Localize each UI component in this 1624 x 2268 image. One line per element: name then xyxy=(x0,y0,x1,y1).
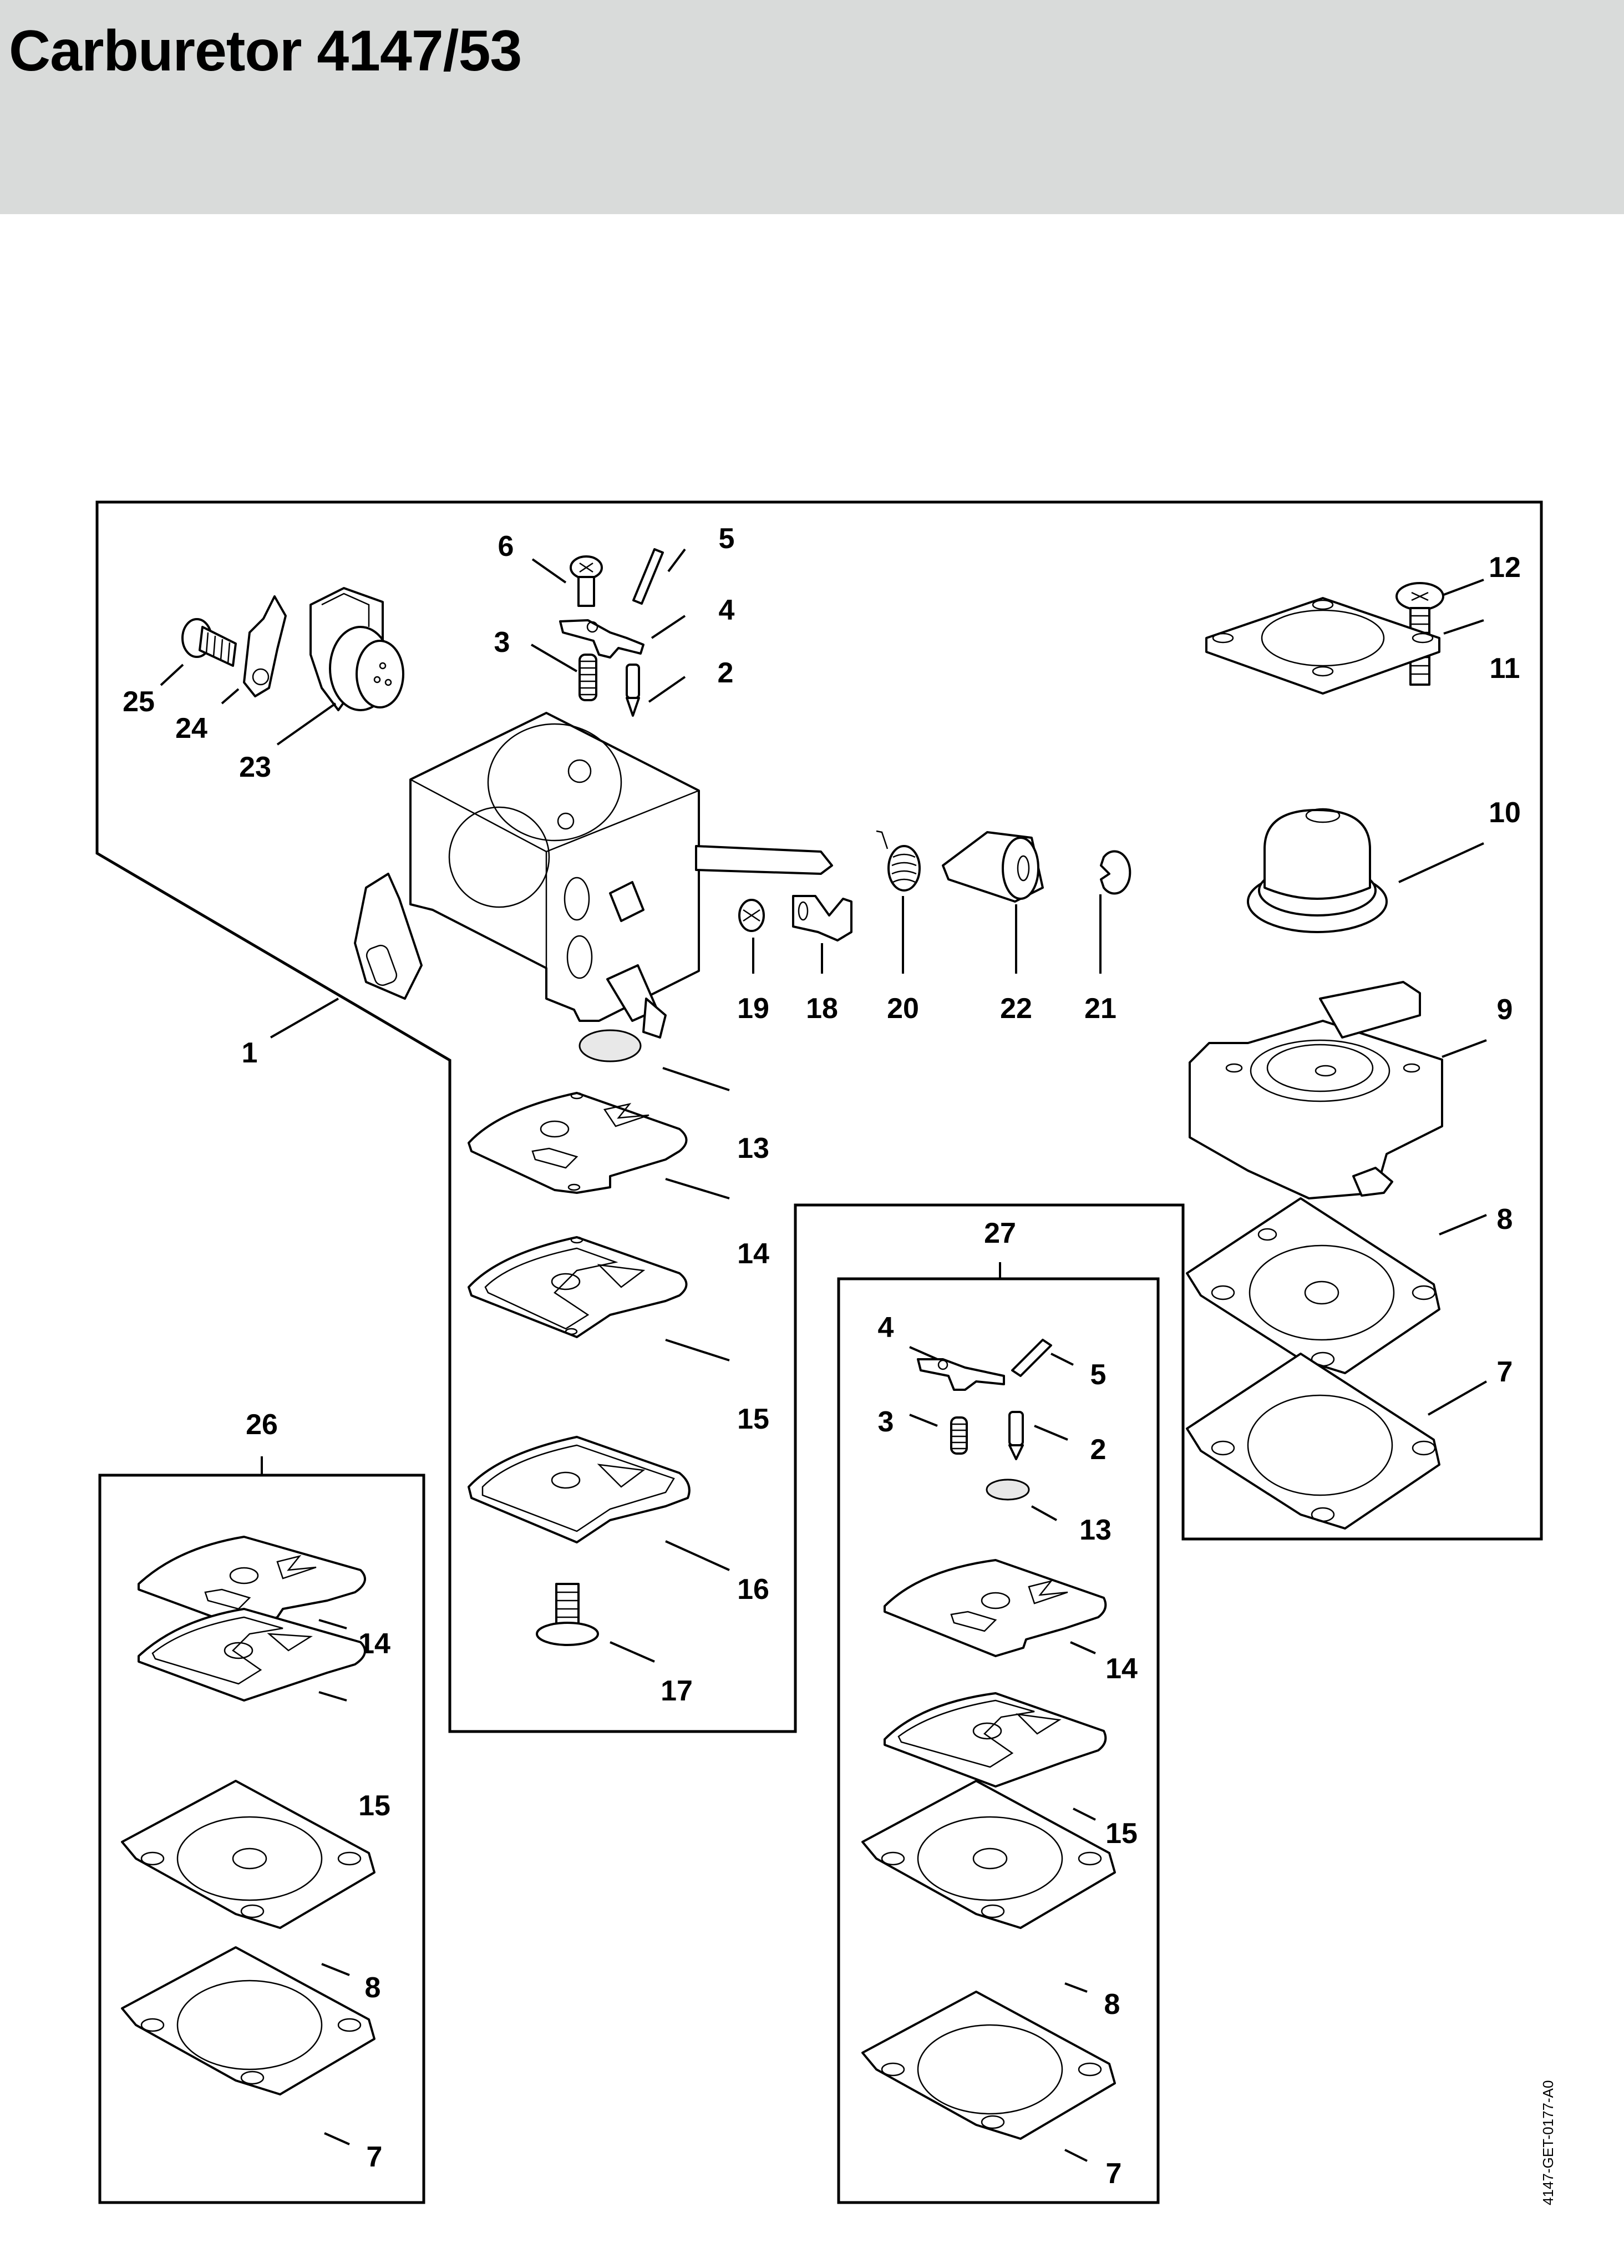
page-header: Carburetor 4147/53 xyxy=(0,0,1624,214)
part-7-gasket[interactable] xyxy=(1186,1353,1440,1530)
part-14-metering-gasket[interactable] xyxy=(468,1092,688,1194)
callout-21[interactable]: 21 xyxy=(1084,993,1116,1025)
callout-7[interactable]: 7 xyxy=(1497,1356,1513,1388)
part-24-bracket[interactable] xyxy=(243,595,287,697)
kit-26-part-14-gasket[interactable] xyxy=(138,1536,366,1629)
part-4-lever[interactable] xyxy=(559,619,644,659)
callout-15[interactable]: 15 xyxy=(737,1403,769,1435)
callout-10[interactable]: 10 xyxy=(1489,797,1521,829)
part-1-carburetor-body[interactable] xyxy=(354,712,833,1039)
callout-18[interactable]: 18 xyxy=(806,993,838,1025)
kit-27-callout-4[interactable]: 4 xyxy=(878,1312,894,1344)
part-13-fuel-screen[interactable] xyxy=(578,1029,642,1062)
callout-20[interactable]: 20 xyxy=(887,993,919,1025)
kit-27-callout-15[interactable]: 15 xyxy=(1105,1818,1138,1850)
callout-12[interactable]: 12 xyxy=(1489,551,1521,584)
callout-8[interactable]: 8 xyxy=(1497,1203,1513,1236)
main-assembly-frame xyxy=(95,500,1543,1733)
callout-13[interactable]: 13 xyxy=(737,1132,769,1165)
part-11-end-cover[interactable] xyxy=(1205,597,1440,695)
part-23-solenoid-valve[interactable] xyxy=(309,587,404,711)
callout-17[interactable]: 17 xyxy=(661,1675,693,1707)
callout-23[interactable]: 23 xyxy=(239,751,271,783)
part-6-screw[interactable] xyxy=(570,555,603,607)
part-21-e-clip[interactable] xyxy=(1100,850,1131,895)
callout-6[interactable]: 6 xyxy=(498,530,514,563)
callout-11[interactable]: 11 xyxy=(1490,652,1520,685)
part-16-metering-cover[interactable] xyxy=(468,1436,691,1543)
kit-27-callout-13[interactable]: 13 xyxy=(1079,1514,1112,1546)
callout-9[interactable]: 9 xyxy=(1497,994,1513,1026)
page-title: Carburetor 4147/53 xyxy=(9,19,522,83)
kit-27-frame xyxy=(837,1277,1160,2204)
part-9-pump-housing[interactable] xyxy=(1189,981,1443,1199)
part-19-screw[interactable] xyxy=(738,899,765,932)
drawing-code: 4147-GET-0177-A0 xyxy=(1540,2080,1556,2205)
part-17-screw[interactable] xyxy=(536,1583,599,1646)
kit-27-label[interactable]: 27 xyxy=(984,1217,1016,1249)
kit-27-part-13-fuel-screen[interactable] xyxy=(986,1479,1030,1501)
callout-1[interactable]: 1 xyxy=(242,1037,258,1069)
callout-16[interactable]: 16 xyxy=(737,1573,769,1606)
kit-27-part-8-diaphragm[interactable] xyxy=(861,1780,1116,1929)
kit-26-part-15-gasket[interactable] xyxy=(138,1608,366,1702)
callout-25[interactable]: 25 xyxy=(123,686,155,718)
callout-22[interactable]: 22 xyxy=(1000,993,1032,1025)
part-2-inlet-needle[interactable] xyxy=(626,664,640,717)
kit-26-callout-8[interactable]: 8 xyxy=(365,1972,381,2004)
part-8-metering-diaphragm[interactable] xyxy=(1186,1197,1440,1374)
kit-26-label[interactable]: 26 xyxy=(246,1409,278,1441)
kit-26-callout-7[interactable]: 7 xyxy=(367,2141,383,2173)
part-25-screw[interactable] xyxy=(181,618,237,667)
callout-24[interactable]: 24 xyxy=(175,712,207,745)
callout-5[interactable]: 5 xyxy=(719,523,735,555)
kit-27-part-5-pin[interactable] xyxy=(1011,1339,1052,1377)
kit-27-part-14-gasket[interactable] xyxy=(884,1559,1107,1657)
kit-27-part-4-lever[interactable] xyxy=(917,1358,1005,1391)
kit-27-part-15-gasket[interactable] xyxy=(884,1692,1107,1788)
part-3-spring[interactable] xyxy=(578,654,597,701)
part-15-pump-gasket[interactable] xyxy=(468,1236,688,1338)
part-20-torsion-spring[interactable] xyxy=(876,830,921,892)
kit-26-callout-15[interactable]: 15 xyxy=(358,1790,390,1822)
part-22-cam[interactable] xyxy=(942,831,1044,903)
kit-26-part-7-gasket[interactable] xyxy=(121,1946,375,2095)
part-10-primer-bulb[interactable] xyxy=(1247,808,1388,933)
callout-4[interactable]: 4 xyxy=(719,594,735,626)
callout-14[interactable]: 14 xyxy=(737,1238,769,1270)
kit-27-callout-2[interactable]: 2 xyxy=(1090,1434,1107,1466)
kit-27-callout-8[interactable]: 8 xyxy=(1104,1988,1120,2021)
kit-27-part-3-spring[interactable] xyxy=(950,1416,968,1455)
kit-26-part-8-diaphragm[interactable] xyxy=(121,1780,375,1929)
kit-27-callout-5[interactable]: 5 xyxy=(1090,1359,1107,1391)
kit-27-part-2-inlet-needle[interactable] xyxy=(1008,1411,1024,1460)
callout-2[interactable]: 2 xyxy=(718,657,734,689)
callout-3[interactable]: 3 xyxy=(494,626,510,659)
kit-27-part-7-gasket[interactable] xyxy=(861,1991,1116,2140)
kit-27-callout-14[interactable]: 14 xyxy=(1105,1653,1138,1685)
part-5-pin[interactable] xyxy=(632,548,664,605)
callout-19[interactable]: 19 xyxy=(737,993,769,1025)
kit-27-callout-7[interactable]: 7 xyxy=(1106,2158,1122,2190)
kit-27-callout-3[interactable]: 3 xyxy=(878,1406,894,1438)
part-18-throttle-lever[interactable] xyxy=(792,895,852,941)
